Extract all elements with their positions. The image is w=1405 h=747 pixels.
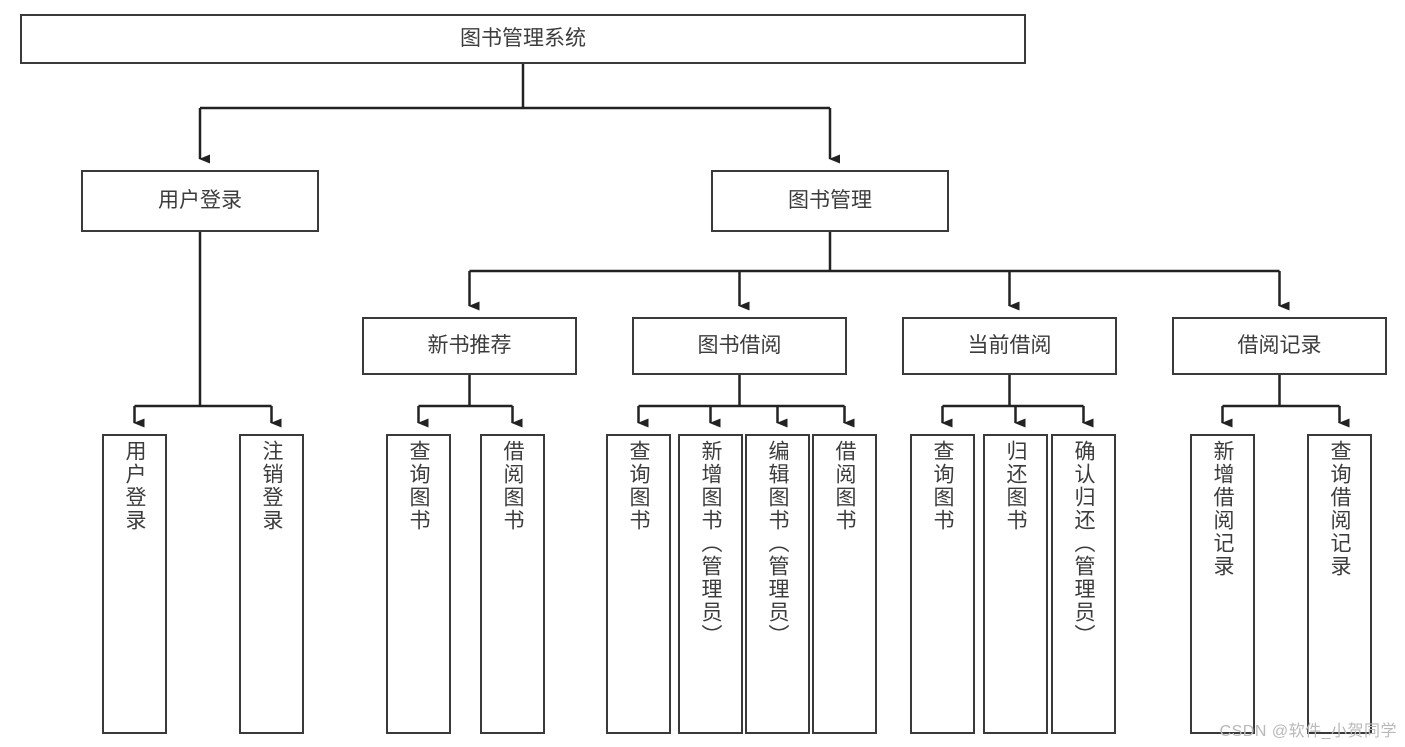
watermark-text: CSDN @软件_小贺同学 [1219,723,1397,740]
node-level3-new-book-recommend[interactable]: 新书推荐 [362,317,577,375]
node-label: 用户登录 [123,440,146,532]
node-leaf-leaf-confirm-return[interactable]: 确认归还（管理员） [1051,434,1116,734]
node-label: 新增借阅记录 [1211,440,1234,578]
node-leaf-leaf-user-login[interactable]: 用户登录 [102,434,167,734]
node-label: 新书推荐 [427,333,512,357]
node-level3-borrow-record[interactable]: 借阅记录 [1172,317,1387,375]
node-leaf-leaf-query-borrow-record[interactable]: 查询借阅记录 [1307,434,1372,734]
node-leaf-leaf-borrow-book-1[interactable]: 借阅图书 [480,434,545,734]
node-leaf-leaf-add-borrow-record[interactable]: 新增借阅记录 [1190,434,1255,734]
node-label: 查询借阅记录 [1328,440,1351,578]
node-label: 新增图书（管理员） [699,440,722,647]
node-leaf-leaf-borrow-book-2[interactable]: 借阅图书 [812,434,877,734]
node-label: 注销登录 [260,440,283,532]
node-level3-current-borrow[interactable]: 当前借阅 [902,317,1117,375]
node-label: 借阅图书 [501,440,524,532]
node-leaf-leaf-query-book-3[interactable]: 查询图书 [910,434,975,734]
node-label: 图书借阅 [697,333,782,357]
node-leaf-leaf-edit-book[interactable]: 编辑图书（管理员） [745,434,810,734]
node-root-system[interactable]: 图书管理系统 [20,14,1026,64]
node-leaf-leaf-add-book[interactable]: 新增图书（管理员） [678,434,743,734]
node-label: 查询图书 [407,440,430,532]
node-label: 借阅图书 [833,440,856,532]
node-level3-book-borrow[interactable]: 图书借阅 [632,317,847,375]
node-label: 图书管理 [788,188,872,212]
node-level2-user-login[interactable]: 用户登录 [81,170,319,232]
node-leaf-leaf-return-book[interactable]: 归还图书 [983,434,1048,734]
node-label: 查询图书 [931,440,954,532]
node-label: 借阅记录 [1237,333,1322,357]
node-leaf-leaf-logout-login[interactable]: 注销登录 [239,434,304,734]
node-label: 图书管理系统 [460,26,586,50]
node-leaf-leaf-query-book-2[interactable]: 查询图书 [606,434,671,734]
node-label: 用户登录 [158,188,242,212]
node-label: 查询图书 [627,440,650,532]
node-label: 确认归还（管理员） [1072,440,1095,647]
node-leaf-leaf-query-book-1[interactable]: 查询图书 [386,434,451,734]
node-label: 编辑图书（管理员） [766,440,789,647]
node-level2-book-management[interactable]: 图书管理 [711,170,949,232]
node-label: 当前借阅 [967,333,1052,357]
node-label: 归还图书 [1004,440,1027,532]
